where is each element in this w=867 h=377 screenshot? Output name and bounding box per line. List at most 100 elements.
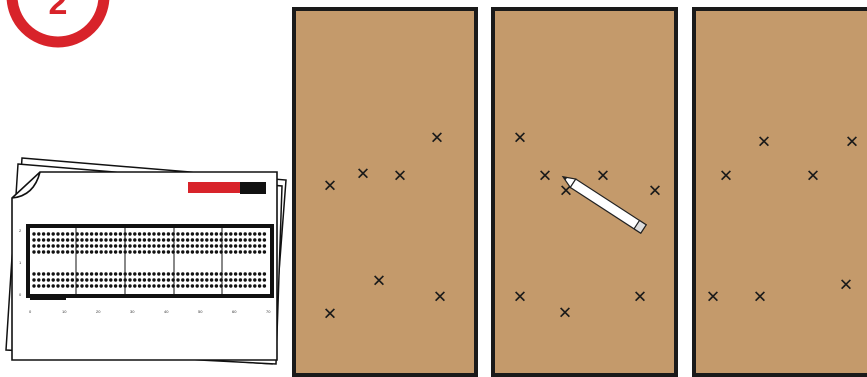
grid-dot <box>47 244 50 247</box>
grid-dot <box>176 284 179 287</box>
cross-mark: ✕ <box>753 290 767 307</box>
step-number: 2 <box>49 0 68 22</box>
grid-dot <box>71 272 74 275</box>
grid-dot <box>32 250 35 253</box>
grid-dot <box>215 250 218 253</box>
grid-dot <box>234 238 237 241</box>
grid-dot <box>138 238 141 241</box>
grid-dot <box>109 232 112 235</box>
grid-dot <box>100 238 103 241</box>
grid-dot <box>128 250 131 253</box>
cross-mark: ✕ <box>513 290 527 307</box>
grid-dot <box>196 284 199 287</box>
grid-dot <box>162 272 165 275</box>
cross-mark: ✕ <box>806 169 820 186</box>
step-badge: 2 <box>0 0 120 60</box>
grid-dot <box>210 232 213 235</box>
grid-dot <box>181 238 184 241</box>
grid-dot <box>104 232 107 235</box>
grid-dot <box>37 278 40 281</box>
grid-dot <box>258 284 261 287</box>
tape-icon <box>188 182 266 194</box>
grid-dot <box>234 278 237 281</box>
grid-dot <box>181 232 184 235</box>
grid-dot <box>133 244 136 247</box>
grid-dot <box>239 244 242 247</box>
grid-dot <box>162 244 165 247</box>
grid-dot <box>200 238 203 241</box>
grid-dot <box>244 232 247 235</box>
grid-dot <box>85 232 88 235</box>
grid-dot <box>157 244 160 247</box>
grid-dot <box>143 232 146 235</box>
grid-dot <box>90 238 93 241</box>
grid-dot <box>104 238 107 241</box>
grid-dot <box>205 232 208 235</box>
grid-dot <box>85 284 88 287</box>
grid-dot <box>157 238 160 241</box>
grid-dot <box>215 284 218 287</box>
grid-dot <box>176 272 179 275</box>
grid-dot <box>90 272 93 275</box>
grid-dot <box>196 278 199 281</box>
cross-mark: ✕ <box>633 290 647 307</box>
grid-dot <box>234 272 237 275</box>
grid-dot <box>133 250 136 253</box>
grid-dot <box>263 238 266 241</box>
grid-dot <box>56 284 59 287</box>
grid-dot <box>200 284 203 287</box>
grid-dot <box>200 278 203 281</box>
grid-dot <box>104 284 107 287</box>
grid-dot <box>162 232 165 235</box>
grid-dot <box>167 232 170 235</box>
grid-dot <box>244 238 247 241</box>
grid-dot <box>61 278 64 281</box>
grid-dot <box>167 238 170 241</box>
grid-dot <box>114 238 117 241</box>
grid-dot <box>196 250 199 253</box>
grid-dot <box>224 232 227 235</box>
grid-dot <box>152 244 155 247</box>
grid-dot <box>32 278 35 281</box>
grid-dot <box>47 232 50 235</box>
grid-dot <box>128 284 131 287</box>
grid-dot <box>90 250 93 253</box>
grid-dot <box>95 238 98 241</box>
grid-dot <box>152 278 155 281</box>
grid-dot <box>42 238 45 241</box>
grid-dot <box>128 232 131 235</box>
grid-dot <box>95 232 98 235</box>
grid-dot <box>133 238 136 241</box>
grid-dot <box>90 278 93 281</box>
grid-dot <box>186 278 189 281</box>
grid-dot <box>157 272 160 275</box>
grid-dot <box>114 284 117 287</box>
grid-dot <box>258 272 261 275</box>
grid-dot <box>229 244 232 247</box>
x-tick-50: 50 <box>198 309 203 314</box>
grid-dot <box>258 278 261 281</box>
grid-dot <box>66 238 69 241</box>
grid-dot <box>152 238 155 241</box>
grid-dot <box>71 250 74 253</box>
grid-dot <box>85 244 88 247</box>
grid-dot <box>239 272 242 275</box>
grid-dot <box>47 272 50 275</box>
x-tick-60: 60 <box>232 309 237 314</box>
grid-dot <box>80 250 83 253</box>
grid-dot <box>244 278 247 281</box>
grid-dot <box>210 250 213 253</box>
cross-mark: ✕ <box>538 169 552 186</box>
grid-dot <box>66 250 69 253</box>
grid-dot <box>258 250 261 253</box>
grid-dot <box>80 232 83 235</box>
grid-dot <box>56 232 59 235</box>
grid-dot <box>80 278 83 281</box>
grid-dot <box>234 284 237 287</box>
grid-dot <box>85 272 88 275</box>
grid-dot <box>196 238 199 241</box>
grid-dot <box>119 284 122 287</box>
grid-dot <box>95 244 98 247</box>
grid-dot <box>224 278 227 281</box>
grid-dot <box>244 250 247 253</box>
